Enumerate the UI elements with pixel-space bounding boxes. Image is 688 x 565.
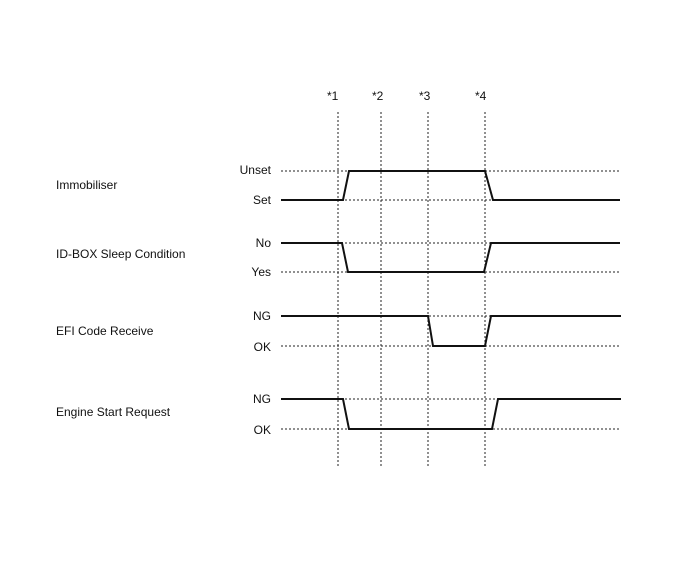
timing-mark-2: *2 <box>372 89 384 103</box>
waveform-id-box-sleep <box>281 242 620 273</box>
level-label-immobiliser-high: Unset <box>239 163 271 177</box>
level-label-engine-high: NG <box>253 392 271 406</box>
signal-name-immobiliser: Immobiliser <box>56 178 118 192</box>
timing-mark-3: *3 <box>419 89 431 103</box>
level-label-efi-high: NG <box>253 309 271 323</box>
waveform-efi-code-receive <box>281 315 621 347</box>
level-label-id-box-low: Yes <box>251 265 271 279</box>
timing-mark-1: *1 <box>327 89 339 103</box>
level-label-id-box-high: No <box>255 236 271 250</box>
level-label-immobiliser-low: Set <box>252 193 271 207</box>
signal-name-id-box-sleep: ID-BOX Sleep Condition <box>56 247 186 261</box>
timing-mark-4: *4 <box>475 89 487 103</box>
waveform-immobiliser <box>281 170 620 201</box>
level-label-efi-low: OK <box>253 340 271 354</box>
waveform-engine-start-request <box>281 398 621 430</box>
signal-name-efi-code-receive: EFI Code Receive <box>56 324 154 338</box>
level-label-engine-low: OK <box>253 423 271 437</box>
signal-name-engine-start-request: Engine Start Request <box>56 405 171 419</box>
